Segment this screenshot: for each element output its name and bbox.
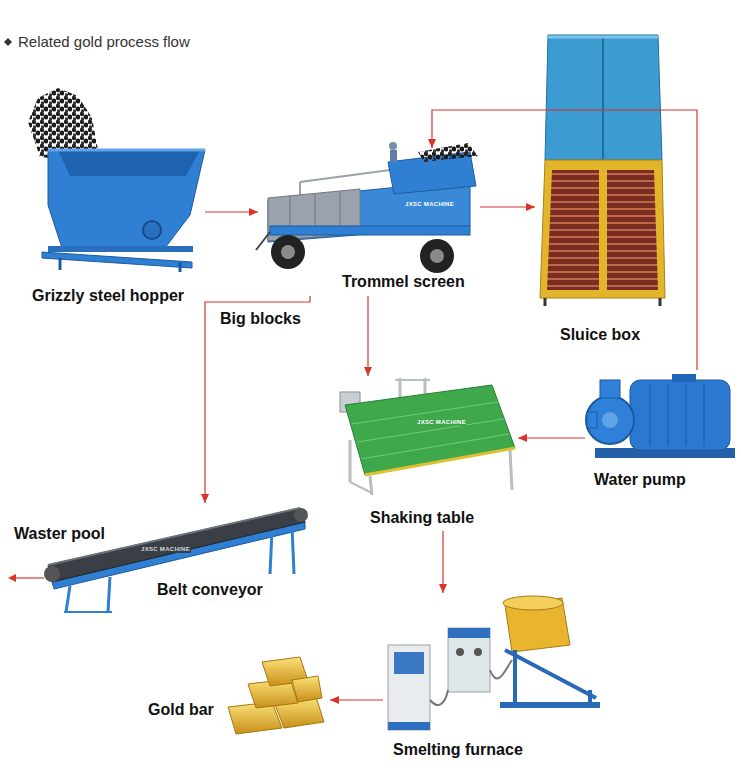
equipment-label: Gold bar: [148, 700, 214, 720]
equipment-node: Trommel screen: [258, 148, 480, 296]
equipment-node: Shaking table: [335, 376, 518, 531]
watermark: JXSC MACHINE: [140, 545, 191, 553]
water-pump-illustration: [586, 374, 735, 458]
watermark: JXSC MACHINE: [404, 200, 455, 208]
shaking-table-illustration: [340, 378, 515, 495]
title-bullet: [4, 38, 12, 46]
waste-arrow: [8, 574, 44, 582]
equipment-node: Water pump: [585, 370, 737, 493]
flow-arrow: [432, 110, 697, 370]
equipment-label: Shaking table: [370, 508, 474, 528]
equipment-label: Trommel screen: [342, 272, 465, 292]
watermark: JXSC MACHINE: [416, 418, 467, 426]
gold-bar-illustration: [228, 657, 324, 734]
equipment-node: Sluice box: [535, 28, 670, 348]
equipment-label: Water pump: [594, 470, 686, 490]
trommel-illustration: [256, 142, 478, 273]
hopper-illustration: [28, 88, 205, 272]
equipment-node: Gold bar: [145, 652, 330, 738]
flow-arrow: [367, 296, 368, 376]
outlet-label: Waster pool: [12, 524, 107, 544]
flow-arrow: [205, 211, 258, 212]
equipment-node: Smelting furnace: [383, 593, 602, 763]
flow-arrow: [518, 437, 585, 438]
diagram-title: Related gold process flow: [18, 33, 190, 51]
equipment-node: Belt conveyor: [40, 503, 310, 620]
flow-arrow: [330, 699, 383, 700]
sluice-box-illustration: [540, 35, 665, 306]
edge-label: Big blocks: [218, 309, 303, 329]
flow-arrow: [480, 206, 535, 207]
smelting-furnace-illustration: [388, 596, 600, 730]
equipment-label: Grizzly steel hopper: [32, 286, 184, 306]
flow-arrow: [442, 531, 443, 593]
equipment-label: Belt conveyor: [157, 580, 263, 600]
equipment-label: Sluice box: [560, 325, 640, 345]
equipment-node: Grizzly steel hopper: [25, 88, 205, 309]
flow-arrow: [205, 296, 310, 503]
equipment-label: Smelting furnace: [393, 740, 523, 760]
